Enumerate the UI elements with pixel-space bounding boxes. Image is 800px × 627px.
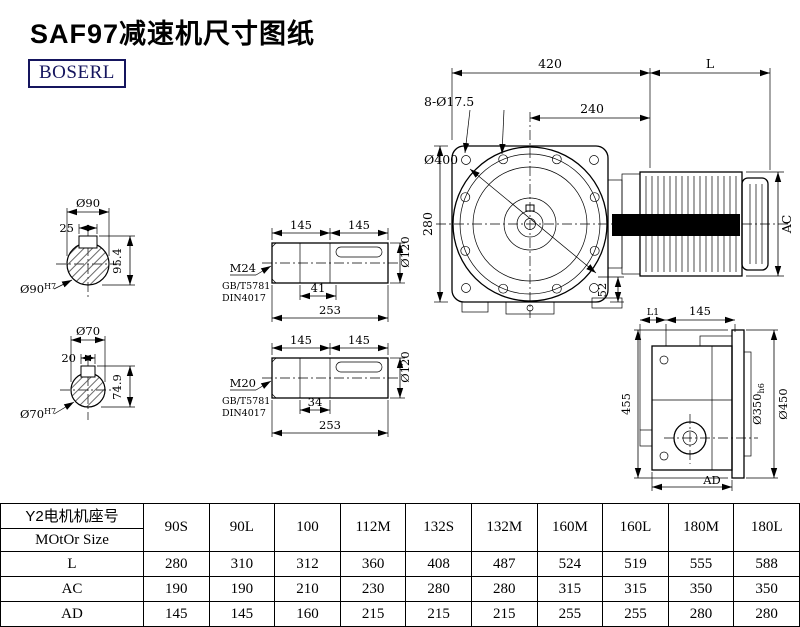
shaft-end-view-large: Ø90 25 95.4 Ø90H7 xyxy=(20,196,135,298)
dim-shaft-bottom-len-b: 145 xyxy=(348,333,370,347)
table-cell: 215 xyxy=(405,601,472,627)
table-cell: 280 xyxy=(470,576,538,602)
dim-shaft-bottom-thread-depth: 34 xyxy=(308,395,323,409)
dim-shaft-top-thread: M24 xyxy=(230,261,256,275)
table-cell: 280 xyxy=(733,601,800,627)
technical-drawing: Ø90 25 95.4 Ø90H7 Ø70 20 74.9 Ø70H7 xyxy=(20,56,794,491)
motor-size-column-header: 160M xyxy=(536,503,604,552)
motor-size-column-header: 132S xyxy=(405,503,472,552)
row-label: L xyxy=(0,551,144,577)
dim-side-l1: L1 xyxy=(647,307,659,318)
table-cell: 519 xyxy=(602,551,669,577)
table-cell: 350 xyxy=(733,576,800,602)
table-cell: 280 xyxy=(405,576,472,602)
dim-shaft-bottom-std-gb: GB/T5781 xyxy=(222,396,270,407)
gear-unit-front-view: 420 L 240 8-Ø17.5 Ø400 280 52 AC xyxy=(420,56,794,318)
dim-foot: 52 xyxy=(595,283,609,298)
shaft-side-view-bottom: 145 145 Ø120 M20 GB/T5781 DIN4017 34 253 xyxy=(222,333,412,437)
gear-unit-side-view: L1 145 455 Ø350h6 Ø450 AD xyxy=(619,304,790,491)
row-label: AD xyxy=(0,601,144,627)
dim-shaft-small-dia: Ø70 xyxy=(76,324,100,338)
motor-frame-header-en: MOtOr Size xyxy=(35,531,109,548)
dim-side-top: 145 xyxy=(689,304,711,318)
table-cell: 255 xyxy=(602,601,669,627)
table-cell: 215 xyxy=(339,601,407,627)
dim-motor-length: L xyxy=(706,56,714,71)
table-cell: 350 xyxy=(667,576,735,602)
dim-flange-width: 420 xyxy=(538,56,562,71)
motor-frame-header: Y2电机机座号 MOtOr Size xyxy=(0,503,144,552)
table-cell: 310 xyxy=(208,551,276,577)
table-cell: 312 xyxy=(274,551,341,577)
motor-size-column-header: 112M xyxy=(339,503,407,552)
motor-size-column-header: 100 xyxy=(274,503,341,552)
table-cell: 255 xyxy=(536,601,604,627)
dim-shaft-top-len-b: 145 xyxy=(348,218,370,232)
dim-shaft-bottom-len-a: 145 xyxy=(290,333,312,347)
dim-shaft-bottom-thread: M20 xyxy=(230,376,256,390)
motor-size-column-header: 180L xyxy=(733,503,800,552)
row-label: AC xyxy=(0,576,144,602)
table-cell: 280 xyxy=(143,551,210,577)
dim-shaft-bottom-total: 253 xyxy=(319,418,341,432)
dim-bolt-holes: 8-Ø17.5 xyxy=(424,94,474,109)
dim-shaft-bottom-dia: Ø120 xyxy=(398,351,412,382)
table-cell: 190 xyxy=(208,576,276,602)
dim-main-dia: Ø400 xyxy=(424,152,458,167)
motor-size-column-header: 90L xyxy=(208,503,276,552)
table-cell: 360 xyxy=(339,551,407,577)
dim-shaft-top-len-a: 145 xyxy=(290,218,312,232)
dim-side-height: 455 xyxy=(619,393,633,415)
table-cell: 190 xyxy=(143,576,210,602)
dim-shaft-small-overall: 74.9 xyxy=(110,374,124,400)
dim-shaft-bottom-std-din: DIN4017 xyxy=(222,408,266,419)
table-cell: 145 xyxy=(208,601,276,627)
table-cell: 408 xyxy=(405,551,472,577)
dim-shaft-small-bore: Ø70H7 xyxy=(20,407,56,421)
dim-motor-height: AC xyxy=(779,215,794,235)
page-title: SAF97减速机尺寸图纸 xyxy=(30,19,316,49)
dim-shaft-large-bore: Ø90H7 xyxy=(20,282,56,296)
dim-shaft-top-thread-depth: 41 xyxy=(311,281,326,295)
dim-shaft-large-overall: 95.4 xyxy=(110,248,124,274)
dim-shaft-top-std-din: DIN4017 xyxy=(222,293,266,304)
dim-side-spigot: Ø350h6 xyxy=(750,383,766,425)
motor-size-column-header: 90S xyxy=(143,503,210,552)
motor-size-column-header: 132M xyxy=(470,503,538,552)
table-cell: 555 xyxy=(667,551,735,577)
table-cell: 315 xyxy=(602,576,669,602)
shaft-side-view-top: 145 145 Ø120 M24 GB/T5781 DIN4017 41 253 xyxy=(222,218,412,322)
dim-shaft-top-total: 253 xyxy=(319,303,341,317)
dim-shaft-top-dia: Ø120 xyxy=(398,236,412,267)
table-cell: 315 xyxy=(536,576,604,602)
dim-shaft-large-dia: Ø90 xyxy=(76,196,100,210)
dim-height: 280 xyxy=(420,212,435,236)
motor-size-column-header: 180M xyxy=(667,503,735,552)
table-cell: 487 xyxy=(470,551,538,577)
brand-logo: BOSERL xyxy=(28,59,126,88)
motor-size-column-header: 160L xyxy=(602,503,669,552)
dim-shaft-small-key: 20 xyxy=(61,351,76,365)
table-cell: 210 xyxy=(274,576,341,602)
dim-side-flange: Ø450 xyxy=(776,388,790,419)
dim-shaft-large-key: 25 xyxy=(59,221,74,235)
dim-center-to-face: 240 xyxy=(580,101,604,116)
table-cell: 588 xyxy=(733,551,800,577)
table-cell: 230 xyxy=(339,576,407,602)
table-cell: 145 xyxy=(143,601,210,627)
table-cell: 160 xyxy=(274,601,341,627)
table-cell: 524 xyxy=(536,551,604,577)
motor-frame-header-cn: Y2电机机座号 xyxy=(1,505,143,529)
table-cell: 280 xyxy=(667,601,735,627)
shaft-end-view-small: Ø70 20 74.9 Ø70H7 xyxy=(20,324,135,421)
dim-shaft-top-std-gb: GB/T5781 xyxy=(222,281,270,292)
dim-side-width: AD xyxy=(702,473,721,487)
table-cell: 215 xyxy=(470,601,538,627)
